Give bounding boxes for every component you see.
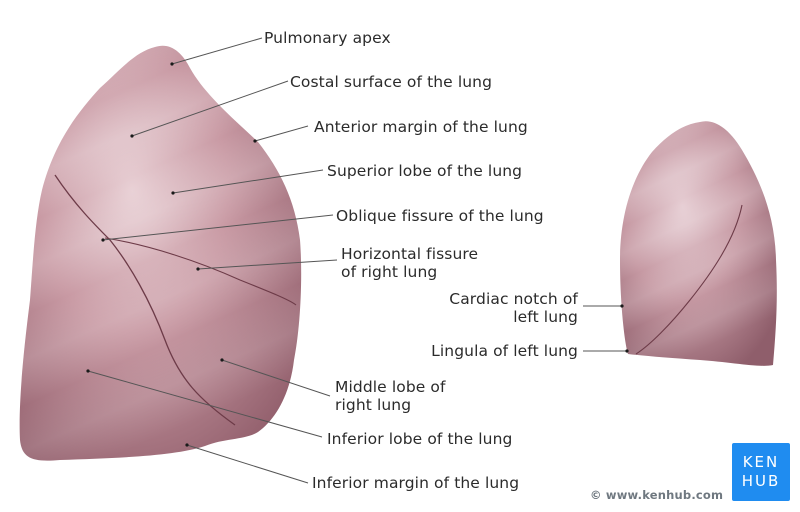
label-horizontal-fissure: Horizontal fissure of right lung xyxy=(341,245,478,281)
label-cardiac-notch-line1: Cardiac notch of xyxy=(449,290,578,308)
label-superior-lobe: Superior lobe of the lung xyxy=(327,162,523,180)
label-horizontal-fissure-line1: Horizontal fissure xyxy=(341,245,479,263)
label-cardiac-notch: Cardiac notch of left lung xyxy=(428,290,578,326)
leader-lines xyxy=(87,37,627,484)
label-middle-lobe-line2: right lung xyxy=(335,396,412,414)
left-lung xyxy=(620,121,777,366)
label-oblique-fissure: Oblique fissure of the lung xyxy=(336,207,544,225)
right-lung xyxy=(19,45,302,461)
logo-line1: KEN xyxy=(742,453,780,471)
label-costal-surface: Costal surface of the lung xyxy=(290,73,493,91)
label-anterior-margin: Anterior margin of the lung xyxy=(314,118,528,136)
label-pulmonary-apex: Pulmonary apex xyxy=(264,29,391,47)
label-lingula: Lingula of left lung xyxy=(431,342,578,360)
label-middle-lobe: Middle lobe of right lung xyxy=(335,378,446,414)
leader-dots xyxy=(86,62,629,447)
label-cardiac-notch-line2: left lung xyxy=(513,308,578,326)
label-inferior-lobe: Inferior lobe of the lung xyxy=(327,430,513,448)
logo-line2: HUB xyxy=(741,472,781,490)
label-inferior-margin: Inferior margin of the lung xyxy=(312,474,520,492)
label-middle-lobe-line1: Middle lobe of xyxy=(335,378,446,396)
copyright-text: © www.kenhub.com xyxy=(590,488,724,502)
kenhub-logo[interactable]: KEN HUB xyxy=(732,443,790,501)
label-horizontal-fissure-line2: of right lung xyxy=(341,263,438,281)
